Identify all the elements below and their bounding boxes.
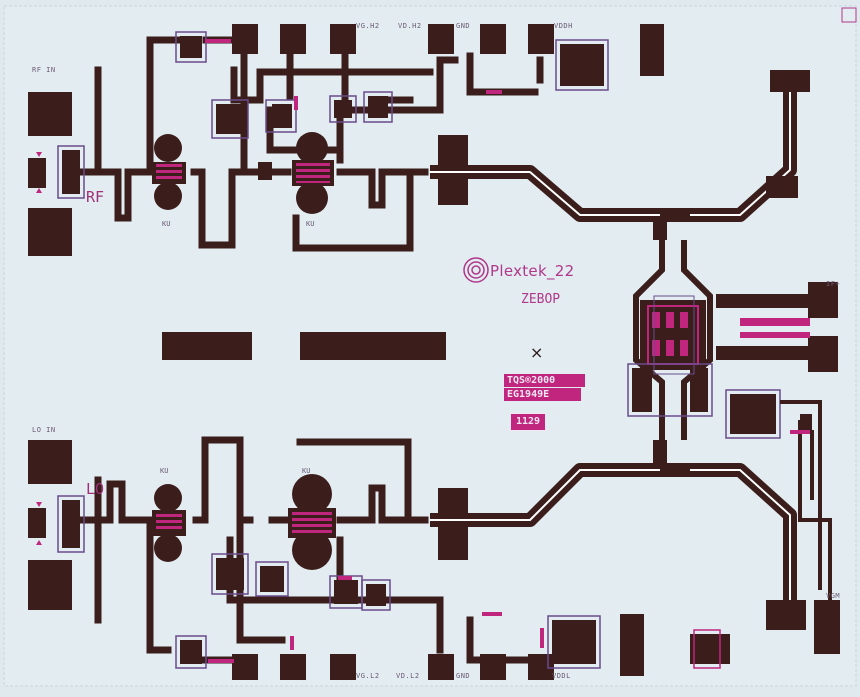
rf-pads — [28, 24, 664, 256]
rf-transistor-2 — [292, 132, 334, 214]
pad-label-bottom-3: GND — [456, 672, 471, 680]
ku-label-rf1: KU — [162, 220, 171, 228]
plextek-logo: Plextek_22 — [490, 262, 574, 280]
plextek-logo-icon — [463, 257, 489, 283]
pad-label-top-4: VDDH — [554, 22, 573, 30]
lo-transistor-2 — [288, 474, 336, 570]
if-output — [716, 282, 838, 372]
chip-code: ZEBOP — [521, 292, 561, 307]
lo-in-label: LO IN — [32, 426, 56, 434]
rf-coupler-inner — [430, 80, 791, 216]
rf-outlines — [57, 31, 609, 199]
lo-label: LO — [86, 480, 105, 498]
alignment-mark: × — [530, 343, 544, 362]
pad-label-top-1: VG.H2 — [356, 22, 380, 30]
pad-label-bottom-2: VD.L2 — [396, 672, 420, 680]
lo-transistor-1 — [152, 484, 186, 562]
lo-outlines — [57, 495, 721, 669]
pad-label-bottom-4: VDDL — [552, 672, 571, 680]
pad-label-top-2: VD.H2 — [398, 22, 422, 30]
ku-label-rf2: KU — [306, 220, 315, 228]
pad-label-top-3: GND — [456, 22, 471, 30]
if-label: IF+ — [826, 280, 841, 288]
rf-transistor-1 — [152, 134, 186, 210]
ku-label-lo2: KU — [302, 467, 311, 475]
input-arrows — [36, 152, 42, 545]
pad-label-bottom-1: VG.L2 — [356, 672, 380, 680]
foundry-tag-line2: EG1949E — [504, 388, 581, 401]
lo-pads — [28, 440, 730, 680]
rf-label: RF — [86, 188, 105, 206]
vgm-network — [725, 389, 832, 600]
logo-text: Plextek_22 — [490, 262, 575, 280]
lo-coupler-inner — [430, 469, 791, 600]
foundry-tag-line1: TQS®2000 — [504, 374, 585, 387]
corner-marker — [841, 7, 857, 23]
vgm-label: VGM — [826, 592, 841, 600]
mixer-core — [627, 240, 713, 440]
resistors — [205, 39, 544, 663]
ku-label-lo1: KU — [160, 467, 169, 475]
rf-in-label: RF IN — [32, 66, 56, 74]
dc-block-bars — [162, 332, 446, 360]
stamp-tag: 1129 — [510, 413, 546, 431]
